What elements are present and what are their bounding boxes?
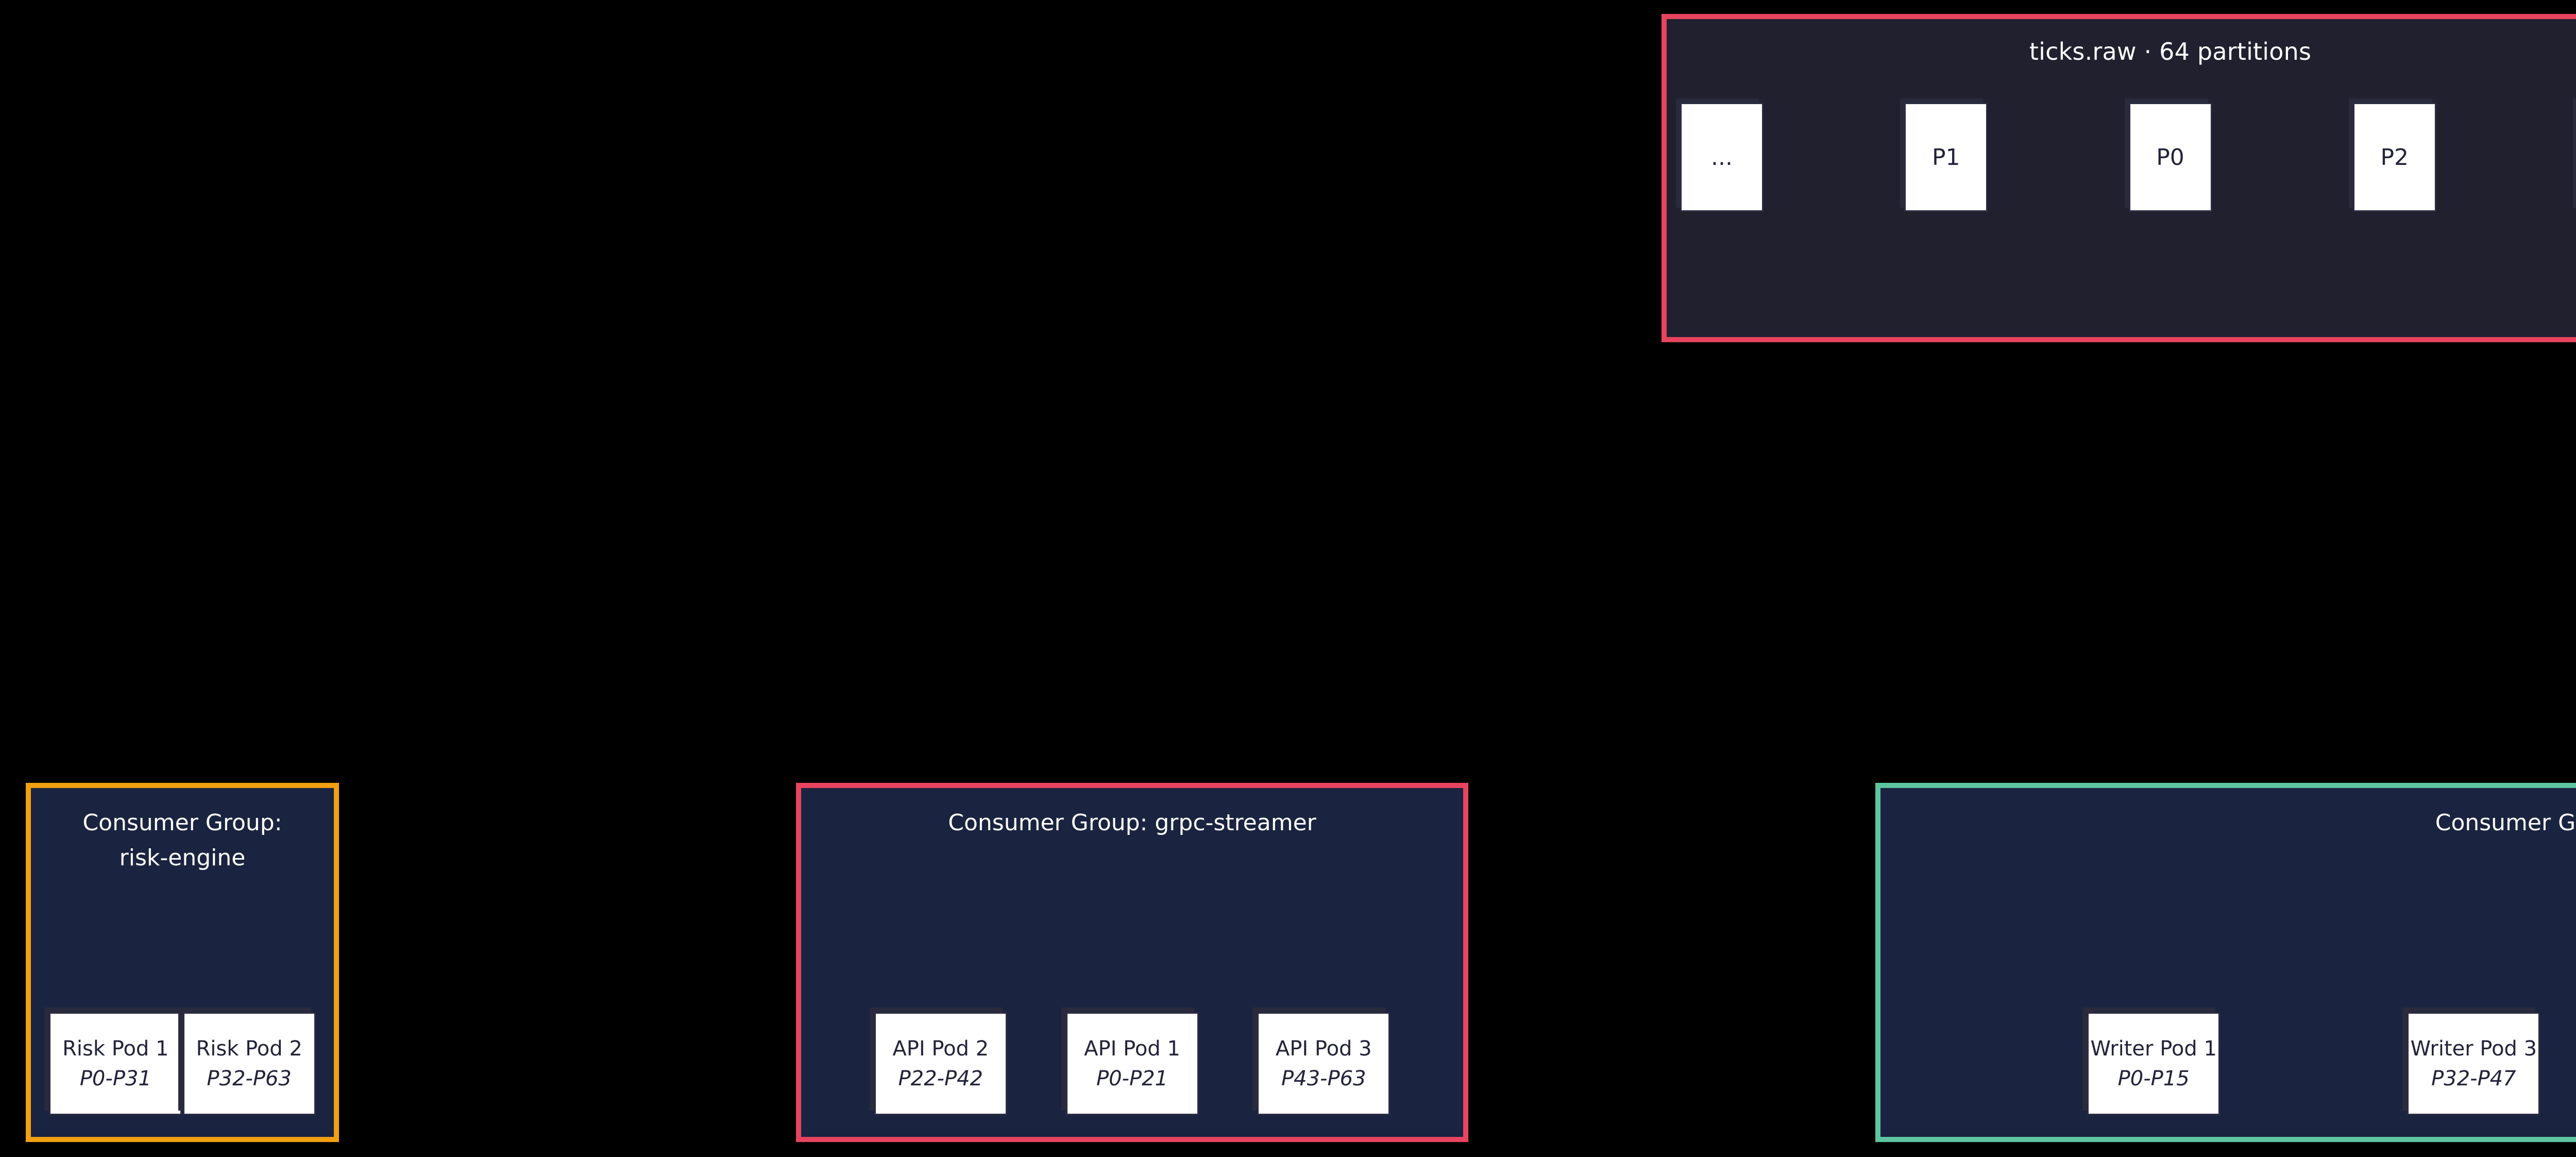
partition-ellipsis[interactable]: ... (1680, 103, 1764, 212)
pod-name: Writer Pod 1 (2090, 1037, 2217, 1061)
pod-writer-pod-1[interactable]: Writer Pod 1 P0-P15 (2087, 1012, 2221, 1115)
pod-api-pod-3[interactable]: API Pod 3 P43-P63 (1257, 1012, 1391, 1115)
consumer-group-title-cassandra-writer: Consumer Group: cassandra-writer (2435, 810, 2576, 836)
pod-row-cassandra-writer: Writer Pod 1 P0-P15 Writer Pod 3 P32-P47… (1880, 1012, 2576, 1115)
consumer-group-title-risk-engine: Consumer Group: risk-engine (82, 810, 282, 871)
pod-range: P0-P31 (79, 1067, 151, 1091)
pod-range: P22-P42 (898, 1067, 983, 1091)
pod-range: P32-P63 (207, 1067, 292, 1091)
pod-range: P0-P21 (1096, 1067, 1168, 1091)
arrowhead-api-pod-3 (1600, 890, 1625, 923)
consumer-group-risk-engine[interactable]: Consumer Group: risk-engine Risk Pod 1 P… (26, 783, 339, 1142)
pod-name: Writer Pod 3 (2410, 1037, 2537, 1061)
pod-name: Risk Pod 1 (62, 1037, 169, 1061)
pod-range: P43-P63 (1281, 1067, 1366, 1091)
pod-row-grpc-streamer: API Pod 2 P22-P42 API Pod 1 P0-P21 API P… (801, 1012, 1463, 1115)
pod-name: API Pod 1 (1084, 1037, 1180, 1061)
topic-panel[interactable]: ticks.raw · 64 partitions ... P1 P0 P2 P… (1662, 14, 2576, 342)
partition-row: ... P1 P0 P2 P63 (1680, 103, 2576, 212)
consumer-group-cassandra-writer[interactable]: Consumer Group: cassandra-writer Writer … (1875, 783, 2576, 1142)
pod-range: P0-P15 (2117, 1067, 2190, 1091)
pod-range: P32-P47 (2431, 1067, 2516, 1091)
pod-name: API Pod 3 (1275, 1037, 1372, 1061)
pod-api-pod-2[interactable]: API Pod 2 P22-P42 (874, 1012, 1007, 1115)
pod-api-pod-1[interactable]: API Pod 1 P0-P21 (1065, 1012, 1199, 1115)
consumer-group-title-grpc-streamer: Consumer Group: grpc-streamer (948, 810, 1316, 836)
partition-p0[interactable]: P0 (2128, 103, 2212, 212)
pod-row-risk-engine: Risk Pod 1 P0-P31 Risk Pod 2 P32-P63 (31, 1012, 334, 1115)
arrowhead-risk-pod-2 (521, 890, 546, 923)
partition-p1[interactable]: P1 (1904, 103, 1988, 212)
pod-risk-pod-1[interactable]: Risk Pod 1 P0-P31 (49, 1012, 182, 1115)
pod-writer-pod-3[interactable]: Writer Pod 3 P32-P47 (2407, 1012, 2540, 1115)
topic-title: ticks.raw · 64 partitions (2029, 38, 2312, 65)
pod-name: Risk Pod 2 (196, 1037, 302, 1061)
partition-p2[interactable]: P2 (2352, 103, 2436, 212)
pod-risk-pod-2[interactable]: Risk Pod 2 P32-P63 (182, 1012, 316, 1115)
consumer-group-grpc-streamer[interactable]: Consumer Group: grpc-streamer API Pod 2 … (796, 783, 1468, 1142)
pod-name: API Pod 2 (892, 1037, 989, 1061)
